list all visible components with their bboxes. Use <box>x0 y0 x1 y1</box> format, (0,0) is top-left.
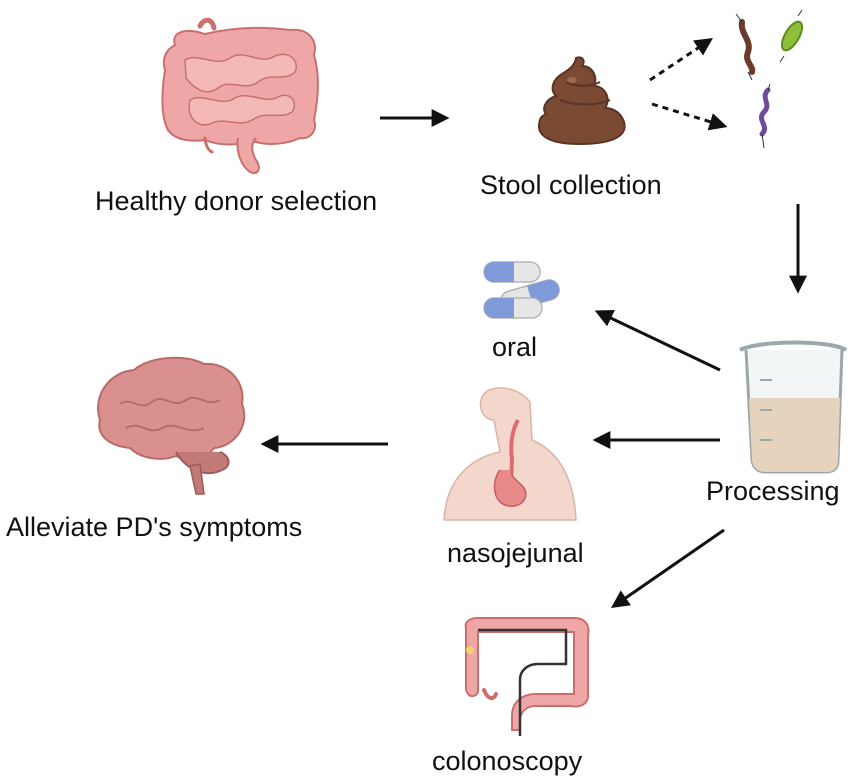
label-stool-collection: Stool collection <box>480 170 662 200</box>
label-nasojejunal: nasojejunal <box>447 538 584 568</box>
beaker-icon <box>739 340 848 474</box>
colonoscope-icon <box>464 617 590 736</box>
arrow-stool-to-bacteria-lower <box>651 102 728 131</box>
label-colonoscopy: colonoscopy <box>432 746 583 776</box>
arrow-processing-to-oral <box>594 310 721 372</box>
arrow-processing-to-colonoscopy <box>611 528 725 609</box>
stool-icon <box>537 56 626 146</box>
arrows <box>260 38 807 609</box>
bacteria-icon <box>735 9 804 149</box>
label-alleviate: Alleviate PD's symptoms <box>6 512 303 542</box>
nasojejunal-tube-icon <box>443 387 577 521</box>
capsule-icon <box>483 261 560 319</box>
intestine-icon <box>161 17 319 174</box>
arrow-stool-to-bacteria-upper <box>649 38 713 82</box>
brain-icon <box>97 356 246 495</box>
label-healthy-donor: Healthy donor selection <box>95 186 378 216</box>
label-processing: Processing <box>706 476 840 506</box>
label-oral: oral <box>492 332 538 362</box>
